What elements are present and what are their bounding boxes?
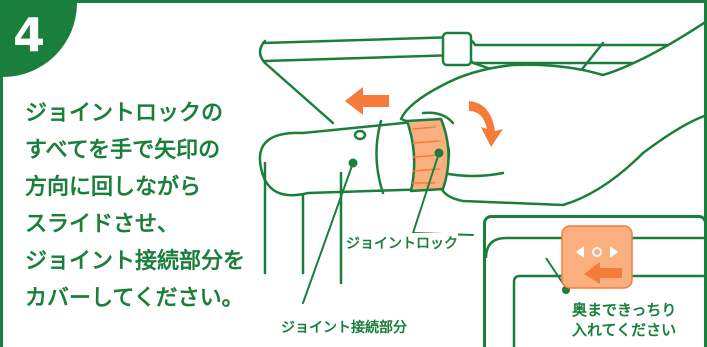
frame-corner [486,236,704,259]
leader-line [302,162,354,304]
top-connector [441,31,473,67]
instruction-text: ジョイントロックの すべてを手で矢印の 方向に回しながら スライドさせ、 ジョイ… [25,95,275,317]
step-badge: 4 [3,3,77,77]
joint-illustration [258,21,704,304]
instruction-line: 方向に回しながら [25,175,202,200]
step-number: 4 [13,8,46,62]
left-arrow-icon [345,87,389,115]
frame-diagonal [263,61,335,125]
instruction-line: ジョイントロックの [25,101,224,126]
insert-arrow-icon [584,262,622,284]
joint-lock-ring [405,117,450,193]
joint-connection-label: ジョイント接続部分 [281,317,407,337]
callout-dot [348,158,358,168]
inset-line: 入れてください [572,321,677,339]
inset-label: 奥まできっちり 入れてください [572,300,676,340]
hand [399,21,704,207]
instruction-line: スライドさせ、 [25,212,180,237]
rotate-arrow-icon [469,101,503,147]
pipe-end [258,131,310,197]
detail-illustration [486,225,704,347]
instruction-line: すべてを手で矢印の [25,138,221,163]
instruction-line: ジョイント接続部分を [25,249,246,274]
instruction-line: カバーしてください。 [25,286,244,311]
joint-collar [375,119,385,195]
joint-lock-label: ジョイントロック [346,233,458,253]
detail-inset: 奥まできっちり 入れてください [483,215,704,347]
top-rail-end [258,39,267,65]
finger-line [421,111,455,125]
inset-line: 奥まできっちり [572,301,677,319]
top-rail [261,35,704,47]
frame-corner [512,274,704,347]
collar-dot [353,129,367,141]
callout-dot [434,148,444,158]
